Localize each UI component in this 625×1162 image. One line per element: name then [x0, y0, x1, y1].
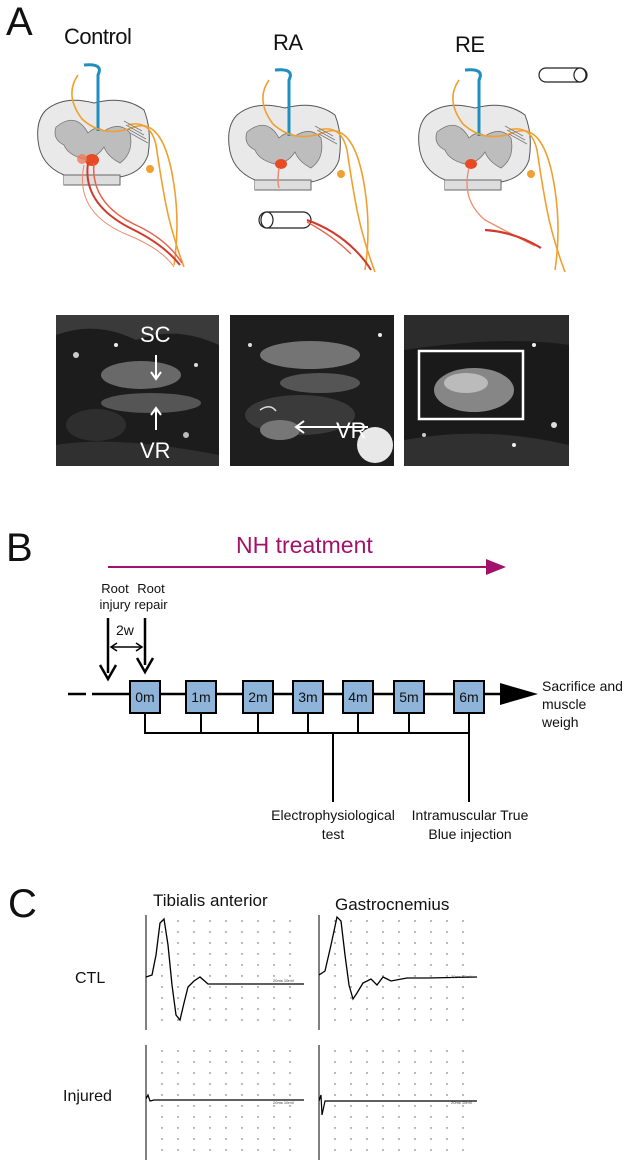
- photo-control: [56, 315, 219, 466]
- scale-label-1: 20ms 10mV: [273, 978, 295, 983]
- electrophysiological-test-label: Electrophysiological test: [271, 807, 395, 842]
- emg-waveform: [318, 1094, 477, 1116]
- emg-waveform: [145, 1093, 304, 1102]
- timepoint-0m: 0m: [129, 680, 161, 714]
- timepoint-4m: 4m: [342, 680, 374, 714]
- scale-label-2: 20ms 10mV: [451, 974, 473, 979]
- root-injury-label: Root injury: [99, 581, 131, 612]
- emg-trace-ctl-tibialis: [144, 915, 304, 1030]
- spinal-cord-schematic-ra: [228, 68, 376, 273]
- interval-label: 2w: [116, 622, 134, 638]
- avulsed-root-tube: [258, 211, 312, 229]
- motor-neurons: [465, 159, 477, 169]
- photo-label-vr-ra: VR: [336, 418, 367, 443]
- row-label-ctl: CTL: [75, 970, 106, 987]
- panel-letter-c: C: [8, 882, 37, 926]
- muscle-label-gastrocnemius: Gastrocnemius: [335, 895, 450, 914]
- treatment-label: NH treatment: [236, 532, 373, 558]
- panel-letter-b: B: [6, 526, 33, 570]
- timepoint-6m: 6m: [453, 680, 485, 714]
- highlight-box: [417, 349, 525, 421]
- condition-label-ra: RA: [273, 30, 303, 55]
- motor-neurons: [77, 154, 99, 166]
- ventral-root-nerve: [82, 162, 183, 268]
- motor-axon-path: [274, 68, 292, 136]
- timepoint-3m: 3m: [292, 680, 324, 714]
- photo-ra: [230, 315, 394, 466]
- scale-label-4: 20ms 10mV: [451, 1100, 473, 1105]
- emg-trace-injured-tibialis: [144, 1045, 304, 1160]
- true-blue-label: Intramuscular True Blue injection: [411, 807, 529, 842]
- panel-letter-a: A: [6, 0, 33, 44]
- sensory-axon-path: [71, 74, 178, 266]
- emg-waveform: [318, 915, 477, 1001]
- emg-trace-injured-gastrocnemius: [317, 1045, 477, 1160]
- motor-axon-path: [83, 63, 101, 131]
- muscle-label-tibialis: Tibialis anterior: [153, 891, 268, 910]
- photo-re: [404, 315, 569, 466]
- photo-label-vr-control: VR: [140, 438, 171, 463]
- dorsal-root-ganglion: [527, 170, 535, 178]
- root-repair-label: Root repair: [134, 581, 168, 612]
- timeline-arrowhead: [500, 683, 538, 705]
- spinal-cord-schematic-re: [418, 67, 588, 273]
- motor-axon-path: [464, 68, 482, 136]
- condition-label-control: Control: [64, 24, 132, 49]
- row-label-injured: Injured: [63, 1088, 112, 1105]
- emg-waveform: [145, 917, 304, 1022]
- emg-trace-ctl-gastrocnemius: [317, 915, 477, 1030]
- timepoint-1m: 1m: [185, 680, 217, 714]
- timepoint-bracket: [144, 713, 470, 802]
- timepoint-2m: 2m: [242, 680, 274, 714]
- timepoint-5m: 5m: [393, 680, 425, 714]
- scale-label-3: 20ms 10mV: [273, 1100, 295, 1105]
- spinal-cord-schematic-control: [37, 63, 185, 268]
- dorsal-root-ganglion: [146, 165, 154, 173]
- dorsal-root-ganglion: [337, 170, 345, 178]
- motor-neurons: [275, 159, 287, 169]
- condition-label-re: RE: [455, 32, 485, 57]
- endpoint-label: Sacrifice and muscle weigh: [542, 678, 623, 730]
- re-tube-icon: [538, 67, 588, 83]
- photo-label-sc: SC: [140, 322, 171, 347]
- distal-nerve: [306, 219, 372, 271]
